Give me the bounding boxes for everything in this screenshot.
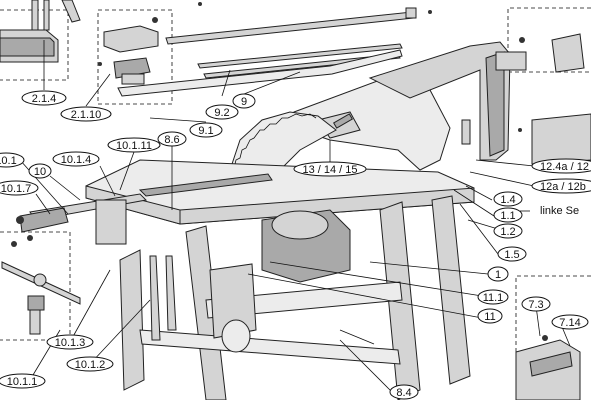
- svg-text:10: 10: [34, 166, 46, 178]
- callout-2.1.4: 2.1.4: [21, 90, 67, 106]
- callout-10.1.7: 10.1.7: [0, 180, 39, 196]
- callout-11.1: 11.1: [477, 289, 509, 305]
- callout-9.1: 9.1: [189, 122, 223, 138]
- svg-text:10.1.7: 10.1.7: [1, 183, 32, 195]
- svg-text:1.4: 1.4: [500, 194, 515, 206]
- svg-text:8.4: 8.4: [396, 387, 411, 399]
- svg-text:12a / 12b: 12a / 12b: [540, 181, 586, 193]
- bottom-right-detail: [515, 335, 581, 400]
- support-arm-right: [368, 41, 527, 161]
- right-detail-bracket: [518, 33, 591, 165]
- leader-lines: [19, 40, 571, 395]
- callout-9: 9: [232, 93, 256, 109]
- callout-10.1: 10.1: [0, 152, 25, 168]
- callout-10.1.3: 10.1.3: [46, 334, 94, 350]
- callout-11: 11: [477, 308, 503, 324]
- callout-10.1.2: 10.1.2: [66, 356, 114, 372]
- callout-10: 10: [28, 163, 52, 179]
- side-note: linke Se: [540, 205, 579, 217]
- extension-rail: [16, 193, 148, 245]
- detail-box-top-right: [507, 7, 591, 73]
- svg-text:13 / 14 / 15: 13 / 14 / 15: [302, 164, 357, 176]
- callout-10.1.11: 10.1.11: [107, 137, 161, 153]
- rod-assembly: [117, 2, 432, 97]
- rail-part-top-left: [0, 0, 81, 63]
- detail-box-top-left: [0, 9, 69, 81]
- svg-text:1: 1: [495, 269, 501, 281]
- callout-12.4a: 12.4a / 12: [531, 158, 591, 174]
- callout-10.1.4: 10.1.4: [52, 151, 100, 167]
- bracket-assembly-detail: [98, 17, 159, 85]
- svg-text:2.1.4: 2.1.4: [32, 93, 56, 105]
- svg-text:12.4a / 12: 12.4a / 12: [540, 161, 589, 173]
- svg-text:1.5: 1.5: [504, 249, 519, 261]
- callout-8.6: 8.6: [157, 131, 187, 147]
- callout-1.4: 1.4: [493, 191, 523, 207]
- svg-text:10.1: 10.1: [0, 155, 17, 167]
- callout-10.1.1: 10.1.1: [0, 373, 46, 389]
- svg-text:8.6: 8.6: [164, 134, 179, 146]
- callout-2.1.10: 2.1.10: [60, 106, 112, 122]
- motor-housing: [261, 209, 351, 283]
- svg-text:2.1.10: 2.1.10: [71, 109, 102, 121]
- detail-box-left: [0, 231, 71, 341]
- svg-text:7.14: 7.14: [559, 317, 580, 329]
- callout-13-14-15: 13 / 14 / 15: [293, 161, 367, 177]
- svg-text:7.3: 7.3: [528, 299, 543, 311]
- svg-text:9.2: 9.2: [214, 107, 229, 119]
- svg-text:11.1: 11.1: [483, 292, 504, 304]
- callout-1: 1: [487, 266, 509, 282]
- svg-text:11: 11: [484, 311, 495, 323]
- callout-1.5: 1.5: [497, 246, 527, 262]
- frame-legs: [119, 195, 471, 400]
- svg-text:10.1.2: 10.1.2: [75, 359, 106, 371]
- svg-text:10.1.1: 10.1.1: [7, 376, 38, 388]
- callout-7.14: 7.14: [551, 314, 589, 330]
- callout-7.3: 7.3: [521, 296, 551, 312]
- callout-12a: 12a / 12b: [531, 178, 591, 194]
- svg-text:10.1.3: 10.1.3: [55, 337, 86, 349]
- svg-text:9.1: 9.1: [198, 125, 213, 137]
- svg-text:1.2: 1.2: [500, 226, 515, 238]
- saw-blade: [229, 111, 337, 171]
- callout-9.2: 9.2: [205, 104, 239, 120]
- svg-text:9: 9: [241, 96, 247, 108]
- callout-1.2: 1.2: [493, 223, 523, 239]
- table-top: [85, 159, 475, 225]
- detail-box-upper-left: [97, 9, 173, 105]
- svg-text:1.1: 1.1: [500, 210, 515, 222]
- left-detail-parts: [1, 241, 81, 335]
- callout-1.1: 1.1: [493, 207, 523, 223]
- blade-guard: [293, 79, 451, 171]
- callout-8.4: 8.4: [389, 384, 419, 400]
- svg-text:10.1.11: 10.1.11: [116, 140, 152, 152]
- svg-text:10.1.4: 10.1.4: [61, 154, 92, 166]
